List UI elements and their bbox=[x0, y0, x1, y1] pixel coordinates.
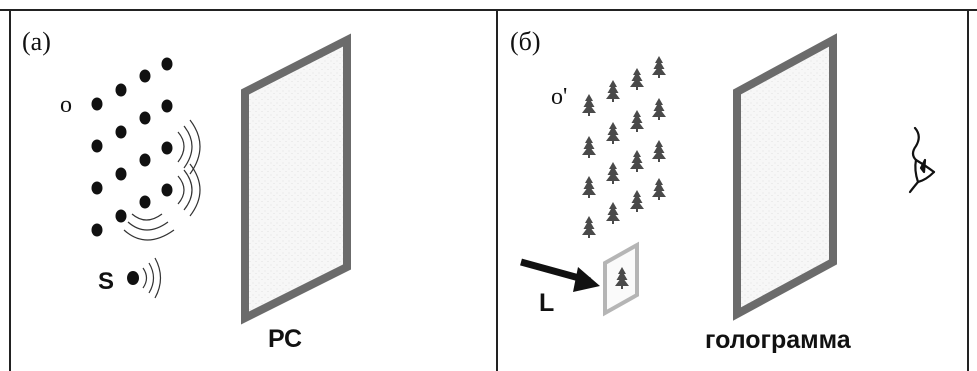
panel-b: (б) o' L bbox=[510, 27, 936, 354]
image-label-o-prime: o' bbox=[551, 84, 567, 110]
object-point-grid bbox=[91, 57, 173, 237]
scattered-wave-arcs bbox=[123, 119, 201, 241]
panel-b-label: (б) bbox=[510, 27, 541, 56]
arrow-head bbox=[573, 267, 600, 292]
object-label-o: o bbox=[60, 92, 72, 118]
hologram-label: голограмма bbox=[705, 326, 852, 354]
lens-frame bbox=[603, 241, 639, 317]
virtual-image-grid bbox=[582, 56, 666, 238]
source-wave-arcs bbox=[142, 257, 162, 299]
panel-borders bbox=[0, 9, 977, 371]
plate-label-pc: РС bbox=[268, 325, 302, 353]
lens-label-l: L bbox=[539, 289, 554, 317]
panel-a: (a) o bbox=[22, 27, 351, 353]
hologram-plate bbox=[733, 33, 837, 321]
source-point bbox=[127, 271, 139, 285]
panel-a-label: (a) bbox=[22, 27, 51, 56]
recording-plate bbox=[241, 33, 351, 325]
source-label-s: S bbox=[98, 268, 114, 295]
eye-icon bbox=[908, 126, 936, 194]
